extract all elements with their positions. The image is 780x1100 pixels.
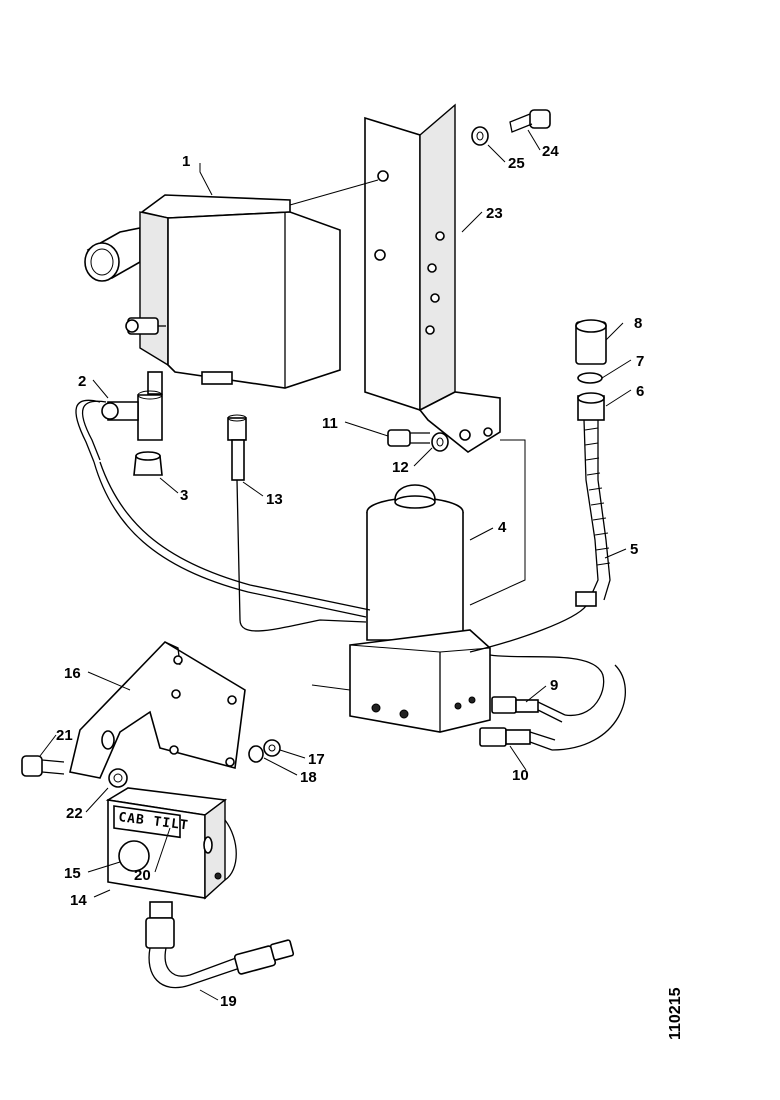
leader-lines (39, 129, 632, 1001)
callout-24: 24 (542, 143, 559, 160)
hose-part-5 (575, 419, 611, 607)
callout-2: 2 (78, 373, 86, 390)
callout-6: 6 (636, 383, 644, 400)
connector-part-9 (491, 696, 566, 723)
callout-labels: 1 2 3 4 5 6 7 8 9 10 11 12 13 14 15 16 1… (56, 143, 644, 1010)
mounting-plate-part-16 (69, 640, 246, 779)
figure-reference-number: 110215 (667, 987, 684, 1040)
callout-12: 12 (392, 459, 409, 476)
callout-14: 14 (70, 892, 87, 909)
pump-part-4 (349, 484, 491, 733)
callout-17: 17 (308, 751, 325, 768)
bracket-part-23 (364, 103, 501, 453)
fitting-part-8 (575, 319, 607, 365)
control-box-part-14 (105, 787, 237, 900)
callout-20: 20 (134, 867, 151, 884)
callout-3: 3 (180, 487, 188, 504)
washer-part-25 (471, 126, 489, 146)
o-ring-part-7 (577, 372, 603, 384)
callout-23: 23 (486, 205, 503, 222)
bolt-part-21 (21, 755, 65, 777)
callout-8: 8 (634, 315, 642, 332)
nut-part-22 (108, 768, 128, 788)
callout-9: 9 (550, 677, 558, 694)
bolt-part-24 (509, 109, 551, 133)
callout-4: 4 (498, 519, 507, 536)
bolt-part-11 (387, 429, 430, 447)
callout-22: 22 (66, 805, 83, 822)
callout-16: 16 (64, 665, 81, 682)
callout-13: 13 (266, 491, 283, 508)
callout-11: 11 (322, 415, 338, 432)
callout-5: 5 (630, 541, 638, 558)
nut-part-17 (263, 739, 281, 757)
connector-part-13 (227, 414, 247, 481)
cable-part-19 (145, 901, 295, 989)
washer-part-12 (431, 432, 449, 452)
connector-part-10 (479, 727, 556, 751)
callout-18: 18 (300, 769, 317, 786)
callout-21: 21 (56, 727, 73, 744)
reservoir-part-1 (84, 194, 341, 395)
callout-25: 25 (508, 155, 525, 172)
callout-19: 19 (220, 993, 237, 1010)
callout-1: 1 (182, 153, 190, 170)
nut-part-6 (577, 392, 605, 421)
nut-part-3 (133, 451, 163, 476)
washer-part-18 (248, 745, 264, 763)
callout-10: 10 (512, 767, 529, 784)
callout-15: 15 (64, 865, 81, 882)
tee-fitting-part-2 (101, 390, 163, 441)
callout-7: 7 (636, 353, 644, 370)
